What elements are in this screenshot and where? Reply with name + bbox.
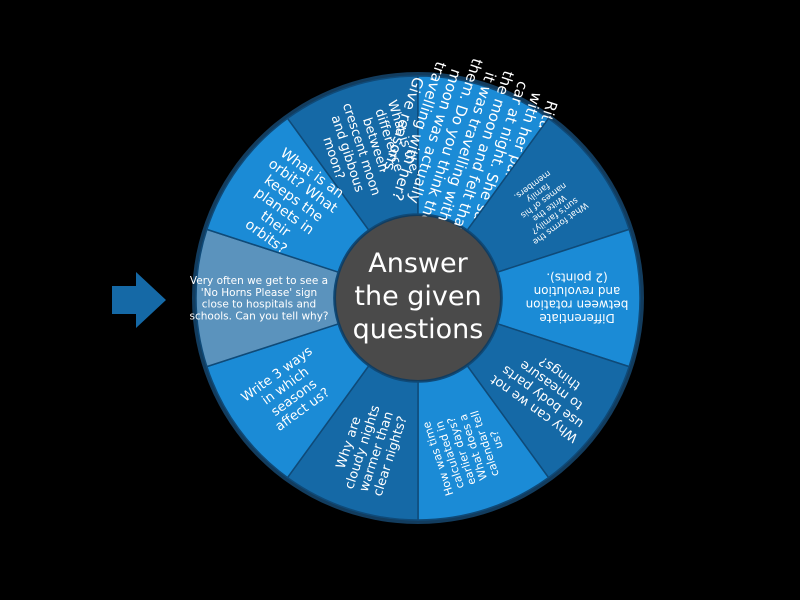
arrow-right-icon bbox=[112, 272, 166, 328]
wheel-segment-shape bbox=[286, 364, 419, 521]
wheel-segment[interactable]: How was timecalculated inearlier days?Wh… bbox=[417, 364, 550, 521]
wheel-segment-shape bbox=[417, 75, 550, 232]
wheel-segment[interactable]: Why arecloudy nightswarmer thanclear nig… bbox=[286, 364, 419, 521]
wheel-segment[interactable]: What is thedifferencebetweencrescent moo… bbox=[286, 75, 425, 232]
wheel-segment-text: Very often we get to see a'No Horns Plea… bbox=[190, 275, 329, 322]
wheel-segment[interactable]: Very often we get to see a'No Horns Plea… bbox=[190, 228, 340, 368]
wheel-segment-shape bbox=[466, 117, 631, 273]
wheel-segment[interactable]: What forms thesun's family?Write thename… bbox=[466, 117, 631, 273]
wheel-segment-text: Differentiatebetween rotationand revolut… bbox=[526, 271, 629, 325]
wheel-segment-shape bbox=[195, 228, 340, 368]
wheel-segment-shape bbox=[205, 323, 370, 479]
wheel-segment[interactable]: Why can we notuse body partsto measureth… bbox=[466, 323, 631, 479]
wheel-segment-shape bbox=[496, 228, 641, 368]
wheel-segment[interactable]: Write 3 waysin whichseasonsaffect us? bbox=[205, 323, 370, 479]
wheel-hub[interactable] bbox=[336, 216, 500, 380]
wheel-segment-shape bbox=[205, 117, 370, 273]
wheel-segment-shape bbox=[286, 75, 419, 232]
wheel-segment[interactable]: Differentiatebetween rotationand revolut… bbox=[496, 228, 641, 368]
wheel-segment-shape bbox=[466, 323, 631, 479]
wheel-segment-shape bbox=[417, 364, 550, 521]
